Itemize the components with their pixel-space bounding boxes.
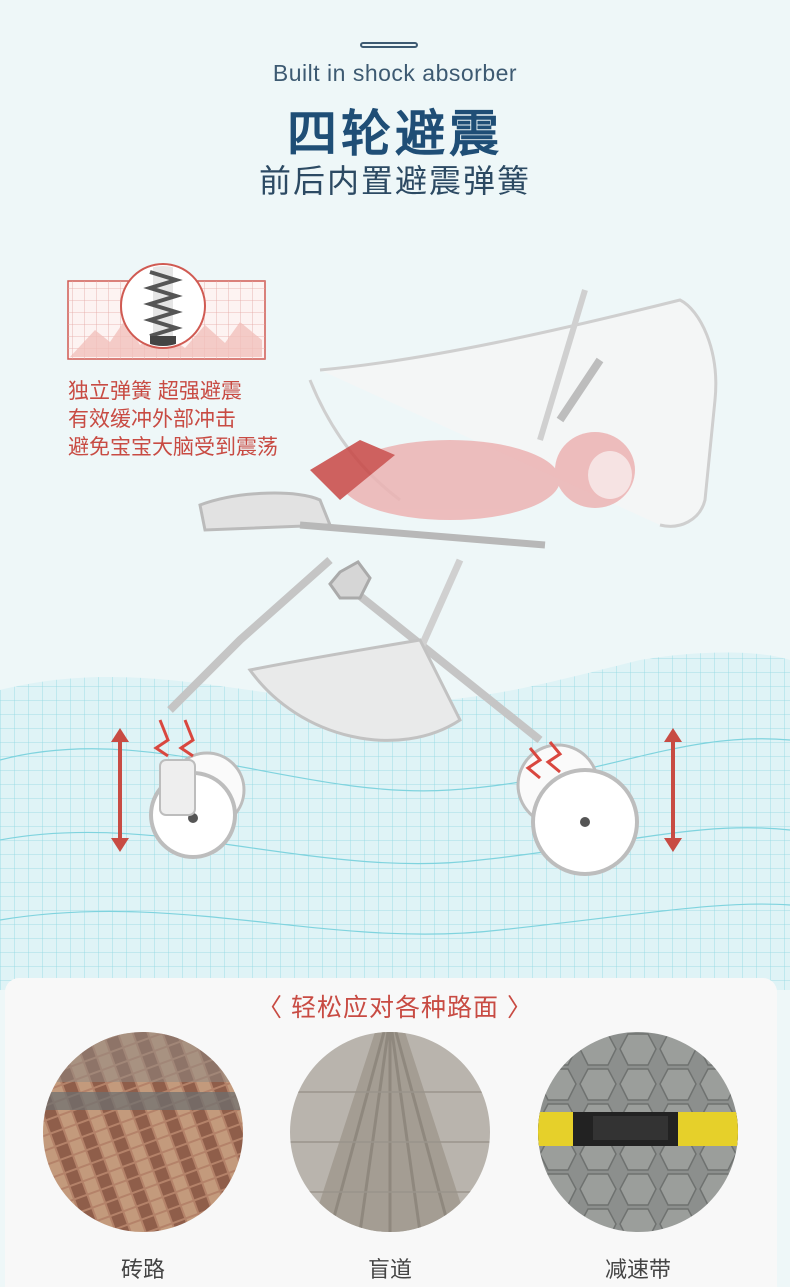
tactile-paving-photo xyxy=(290,1032,490,1232)
bounce-arrow-left xyxy=(111,728,129,852)
stroller-body xyxy=(167,289,718,744)
wave-mesh xyxy=(0,652,790,990)
feature-line: 有效缓冲外部冲击 xyxy=(68,408,236,431)
baby-silhouette xyxy=(310,432,635,520)
main-title: 四轮避震 xyxy=(287,106,503,162)
feature-description: 独立弹簧 超强避震 有效缓冲外部冲击 避免宝宝大脑受到震荡 xyxy=(68,378,278,462)
front-wheels xyxy=(149,719,246,859)
brick-road-photo xyxy=(43,1032,243,1232)
english-title: Built in shock absorber xyxy=(272,60,518,86)
stroller-illustration xyxy=(0,263,790,990)
rear-wheels xyxy=(516,741,639,876)
decorative-bar xyxy=(360,42,418,48)
road-label-tactile: 盲道 xyxy=(367,1257,412,1282)
speed-bump-photo xyxy=(538,1032,738,1232)
spring-inset xyxy=(67,263,266,360)
road-label-brick: 砖路 xyxy=(120,1257,165,1282)
road-label-speed-bump: 减速带 xyxy=(604,1257,671,1282)
feature-line: 避免宝宝大脑受到震荡 xyxy=(68,436,278,459)
bounce-arrow-right xyxy=(664,728,682,852)
road-types-title: 〈 轻松应对各种路面 〉 xyxy=(257,994,533,1022)
subtitle: 前后内置避震弹簧 xyxy=(258,163,531,199)
feature-line: 独立弹簧 超强避震 xyxy=(68,380,242,403)
